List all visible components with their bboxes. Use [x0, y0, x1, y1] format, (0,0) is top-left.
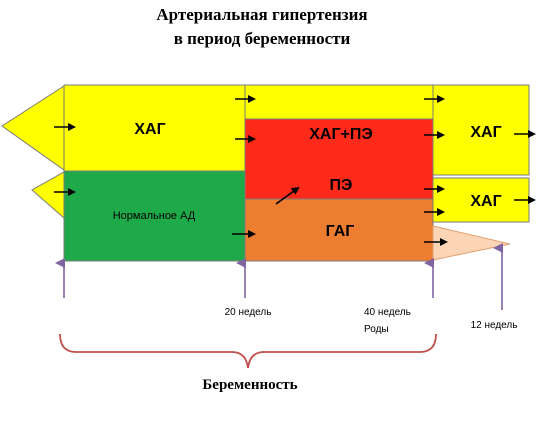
- pregnancy-brace: [59, 333, 437, 369]
- pregnancy-label: Беременность: [202, 377, 297, 393]
- hag-band-middle: [244, 84, 434, 120]
- normal-left-arrow: [31, 171, 65, 220]
- normal-bp-block: [63, 170, 246, 262]
- title-line-1: Артериальная гипертензия: [156, 5, 367, 24]
- normal-bp-label: Нормальное АД: [113, 210, 196, 222]
- hag-right-bottom-label: ХАГ: [470, 193, 501, 210]
- title-line-2: в период беременности: [174, 29, 351, 48]
- flow-arrow-diagonal: [275, 186, 300, 205]
- hag-left-arrow: [1, 85, 65, 171]
- label-20-weeks: 20 недель: [225, 307, 272, 318]
- pe-label: ПЭ: [330, 177, 353, 194]
- label-12-weeks: 12 недель: [471, 320, 518, 331]
- hag-pe-block: [244, 118, 434, 200]
- hag-right-top-label: ХАГ: [470, 124, 501, 141]
- hag-label: ХАГ: [134, 121, 165, 138]
- hag-pe-label: ХАГ+ПЭ: [309, 126, 373, 143]
- label-birth: Роды: [364, 324, 389, 335]
- hag-right-top-block: [432, 84, 530, 176]
- gag-label: ГАГ: [326, 223, 355, 240]
- hag-block: [63, 84, 246, 172]
- peach-tail-arrow: [432, 225, 511, 261]
- gag-block: [244, 198, 434, 262]
- label-40-weeks: 40 недель: [364, 307, 411, 318]
- hag-right-bottom-block: [432, 177, 530, 223]
